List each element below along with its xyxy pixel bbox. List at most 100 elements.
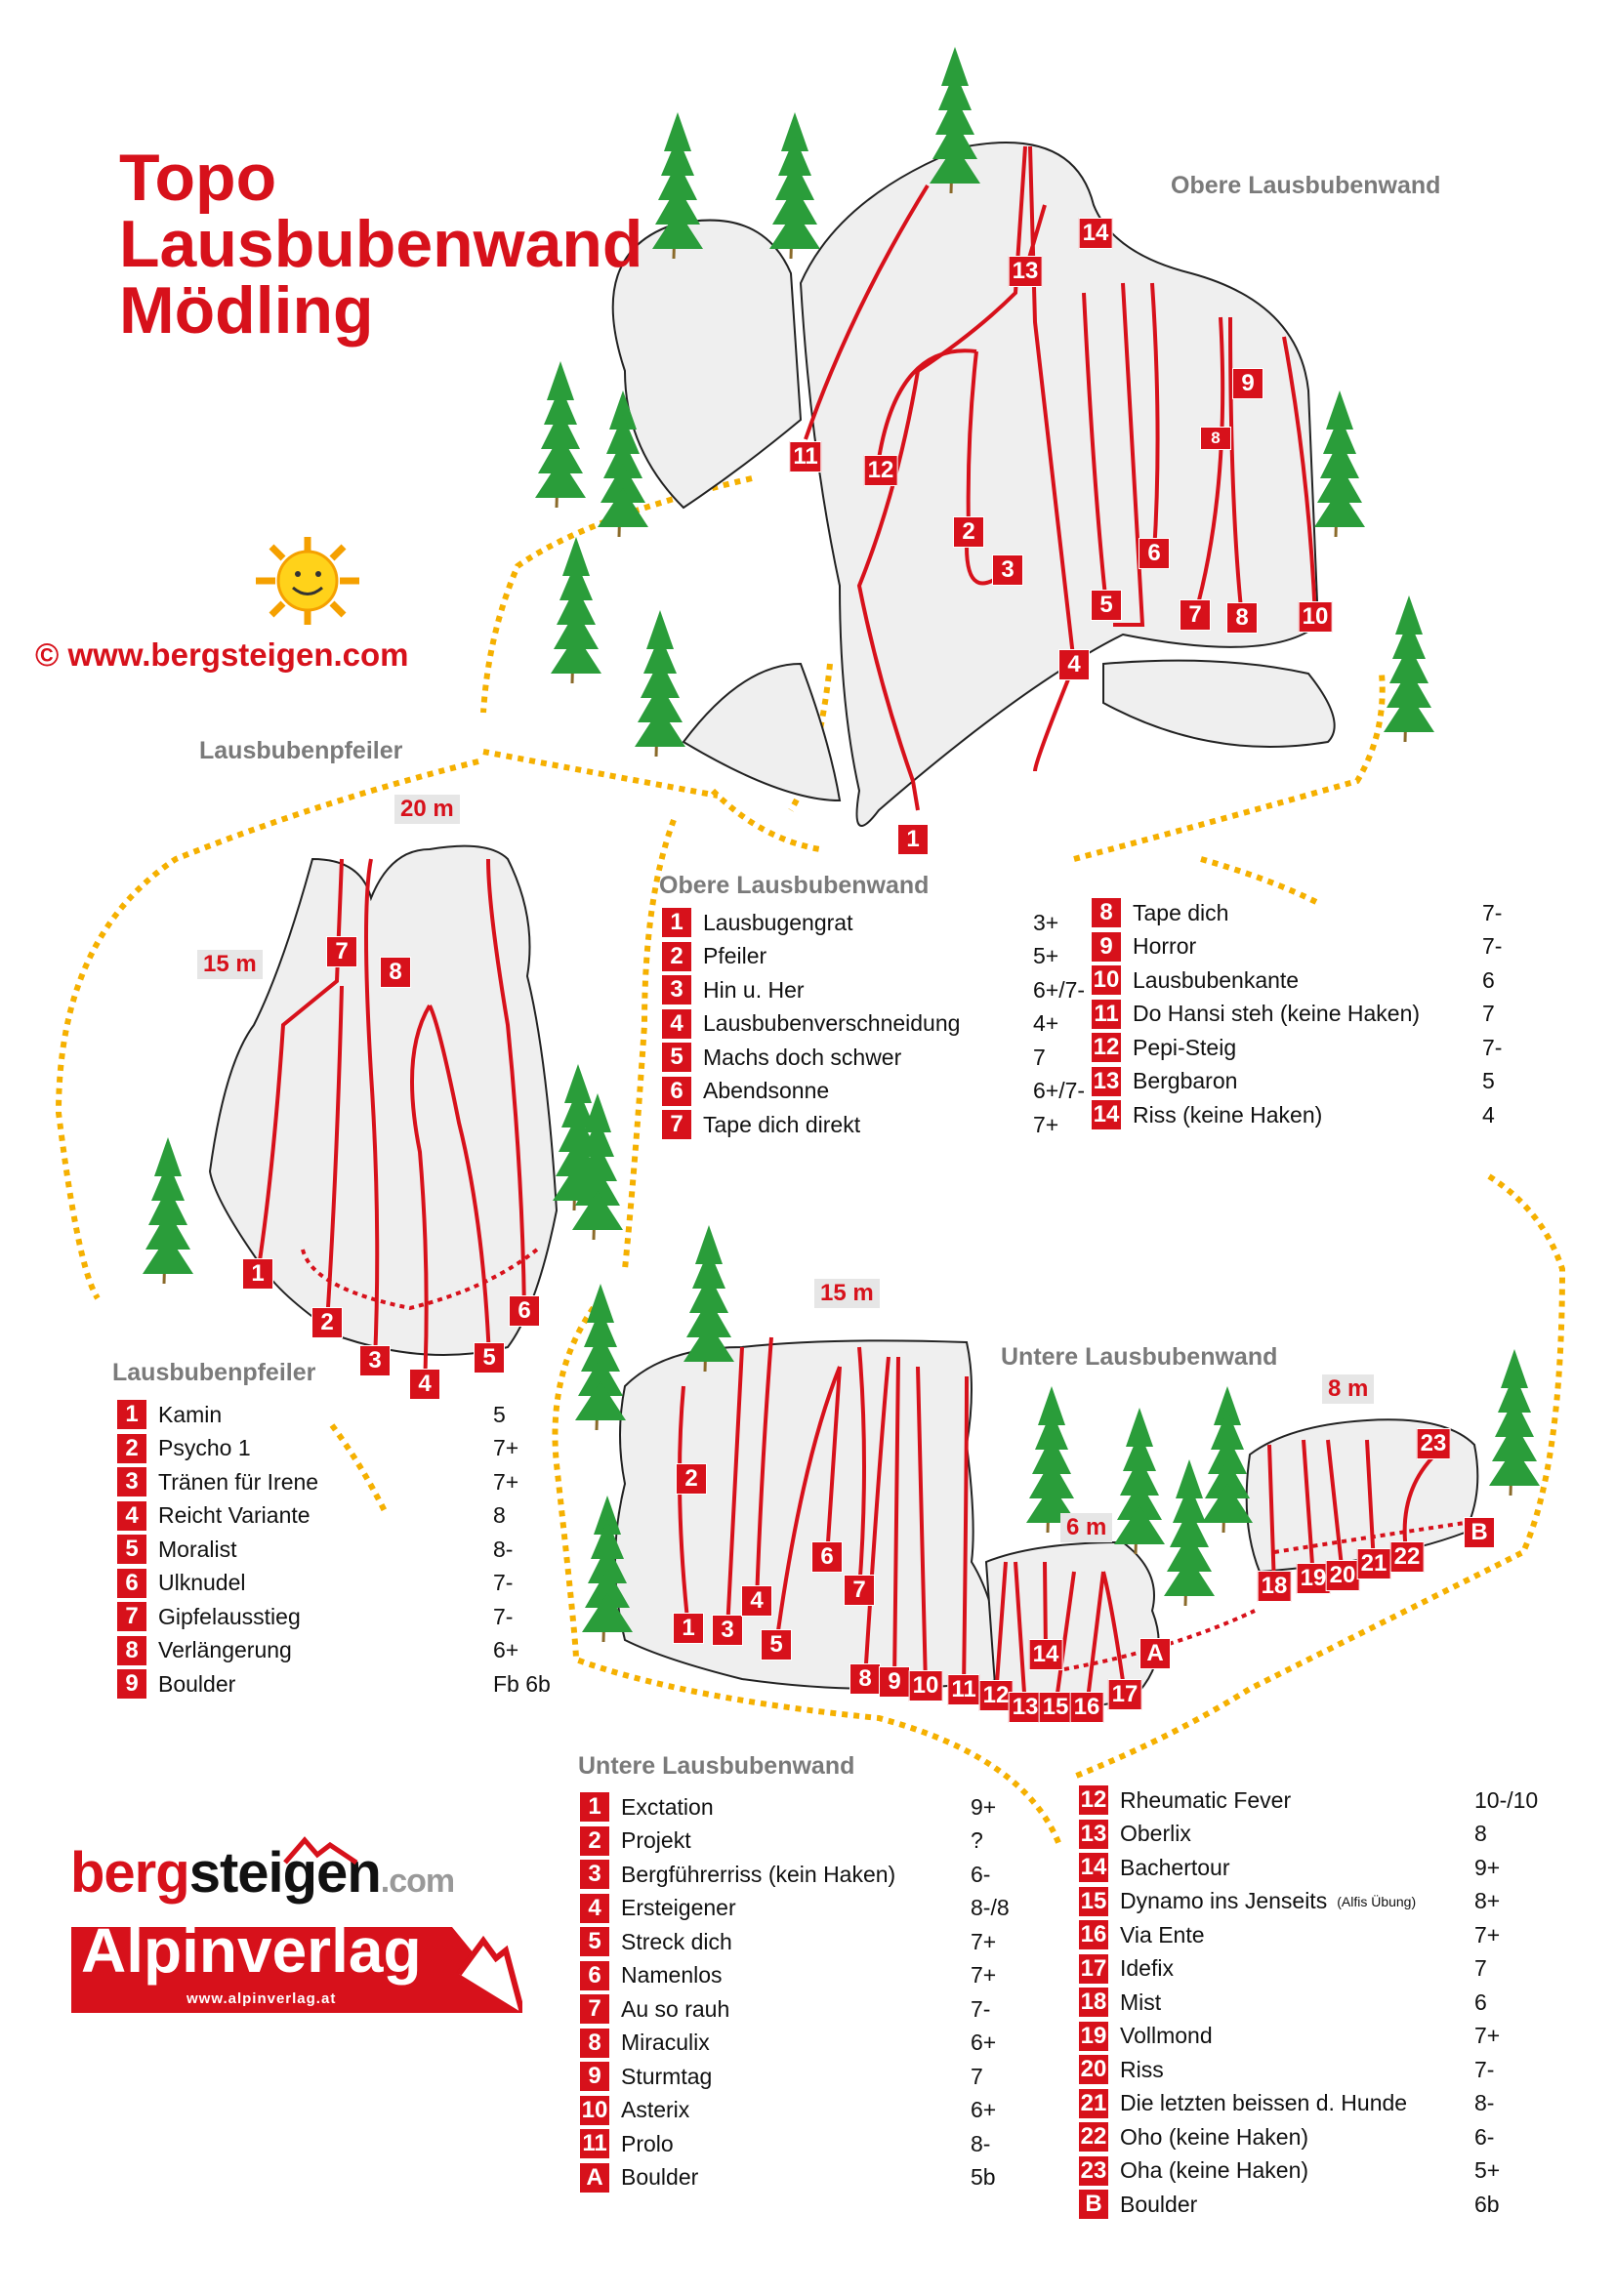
route-marker-untere: 6 [811, 1541, 843, 1573]
route-grade: 7+ [1474, 1921, 1501, 1948]
route-marker-obere: 7 [1180, 599, 1211, 631]
route-name: Au so rauh [621, 1995, 730, 2022]
route-grade: 4 [1482, 1101, 1495, 1128]
route-row: 2 Projekt? [580, 1824, 1029, 1859]
route-grade: 7- [493, 1570, 514, 1596]
tree-icon [143, 1137, 193, 1285]
route-number: A [580, 2162, 609, 2193]
route-grade: 7- [1482, 899, 1503, 925]
tree-icon [769, 112, 820, 260]
route-grade: 3+ [1033, 909, 1059, 935]
trees [143, 47, 1540, 1643]
route-name: Oho (keine Haken) [1120, 2123, 1309, 2150]
mountain-icon [439, 1927, 522, 2013]
route-name: Hin u. Her [703, 976, 805, 1003]
bergsteigen-logo[interactable]: bergsteigen.com [70, 1840, 455, 1906]
height-label: 15 m [197, 950, 263, 979]
route-marker-untere: 4 [741, 1585, 772, 1617]
route-grade: 6- [971, 1861, 991, 1887]
title-line: Mödling [119, 273, 374, 348]
route-name: Kamin [158, 1401, 223, 1427]
route-name: Pfeiler [703, 943, 767, 969]
route-marker-untere: 11 [947, 1674, 980, 1705]
route-marker-pfeiler: 7 [326, 936, 357, 967]
route-name: Asterix [621, 2097, 690, 2123]
route-marker-untere: 19 [1296, 1563, 1331, 1594]
tree-icon [572, 1093, 623, 1241]
tree-icon [635, 610, 685, 758]
route-marker-pfeiler: 8 [380, 957, 411, 988]
route-name: Via Ente [1120, 1921, 1205, 1948]
route-grade: 6+ [971, 2097, 997, 2123]
route-number: 4 [662, 1008, 691, 1039]
route-name: Lausbubenkante [1133, 966, 1300, 993]
route-grade: 7- [971, 1995, 991, 2022]
route-number: 3 [662, 975, 691, 1005]
alpinverlag-wordmark: Alpinverlag [81, 1915, 422, 1986]
route-grade: 5+ [1033, 943, 1059, 969]
route-marker-untere: 16 [1069, 1692, 1104, 1723]
height-label: 20 m [394, 795, 460, 824]
untere-legend-heading: Untere Lausbubenwand [578, 1752, 855, 1780]
route-name: Riss (keine Haken) [1133, 1101, 1323, 1128]
tree-icon [1314, 390, 1365, 538]
route-name: Oha (keine Haken) [1120, 2157, 1309, 2184]
route-grade: 10-/10 [1474, 1786, 1539, 1813]
route-number: 5 [580, 1927, 609, 1957]
route-grade: 6+/7- [1033, 976, 1086, 1003]
route-name: Namenlos [621, 1962, 723, 1988]
route-marker-untere: 23 [1416, 1428, 1451, 1459]
route-grade: 8 [493, 1502, 506, 1529]
route-number: 9 [1092, 931, 1121, 962]
route-number: 11 [1092, 999, 1121, 1029]
route-name: Vollmond [1120, 2023, 1213, 2049]
route-name: Bachertour [1120, 1854, 1230, 1880]
height-label: 15 m [814, 1279, 880, 1308]
route-marker-obere: 8 [1200, 427, 1231, 450]
route-marker-obere: 4 [1058, 649, 1090, 680]
route-name: Tränen für Irene [158, 1468, 319, 1495]
route-grade: 6+ [971, 2030, 997, 2056]
route-name: Mist [1120, 1988, 1162, 2015]
route-number: 3 [580, 1860, 609, 1890]
route-name: Pepi-Steig [1133, 1034, 1237, 1060]
route-number: 14 [1092, 1100, 1121, 1130]
route-name: Bergführerriss (kein Haken) [621, 1861, 896, 1887]
route-grade: 8+ [1474, 1888, 1501, 1914]
route-name: Machs doch schwer [703, 1044, 902, 1070]
copyright-link[interactable]: © www.bergsteigen.com [35, 636, 409, 673]
tree-icon [1164, 1459, 1215, 1607]
route-marker-pfeiler: 6 [509, 1295, 540, 1327]
route-name: Tape dich [1133, 899, 1229, 925]
route-row: 10 Asterix 6+ [580, 2094, 1029, 2128]
alpinverlag-logo[interactable]: Alpinverlag www.alpinverlag.at [71, 1919, 452, 2013]
title-line: Lausbubenwand [119, 207, 643, 281]
route-marker-obere: 11 [789, 441, 822, 472]
route-marker-untere: 20 [1325, 1560, 1360, 1591]
route-grade: 7+ [971, 1928, 997, 1954]
route-number: 14 [1079, 1853, 1108, 1883]
route-name: Do Hansi steh (keine Haken) [1133, 1001, 1421, 1027]
route-number: 10 [580, 2095, 609, 2125]
route-marker-untere: 3 [712, 1615, 743, 1646]
tree-icon [575, 1284, 626, 1431]
route-grade: 7+ [1474, 2023, 1501, 2049]
route-grade: 6+/7- [1033, 1078, 1086, 1104]
route-grade: 7+ [1033, 1111, 1059, 1137]
route-row: 3 Bergführerriss (kein Haken) 6- [580, 1858, 1029, 1892]
route-marker-untere: 9 [879, 1666, 910, 1698]
route-number: 4 [117, 1500, 146, 1531]
route-marker-obere: 2 [953, 516, 984, 548]
route-marker-obere: 9 [1232, 368, 1263, 399]
height-label: 6 m [1060, 1513, 1113, 1542]
